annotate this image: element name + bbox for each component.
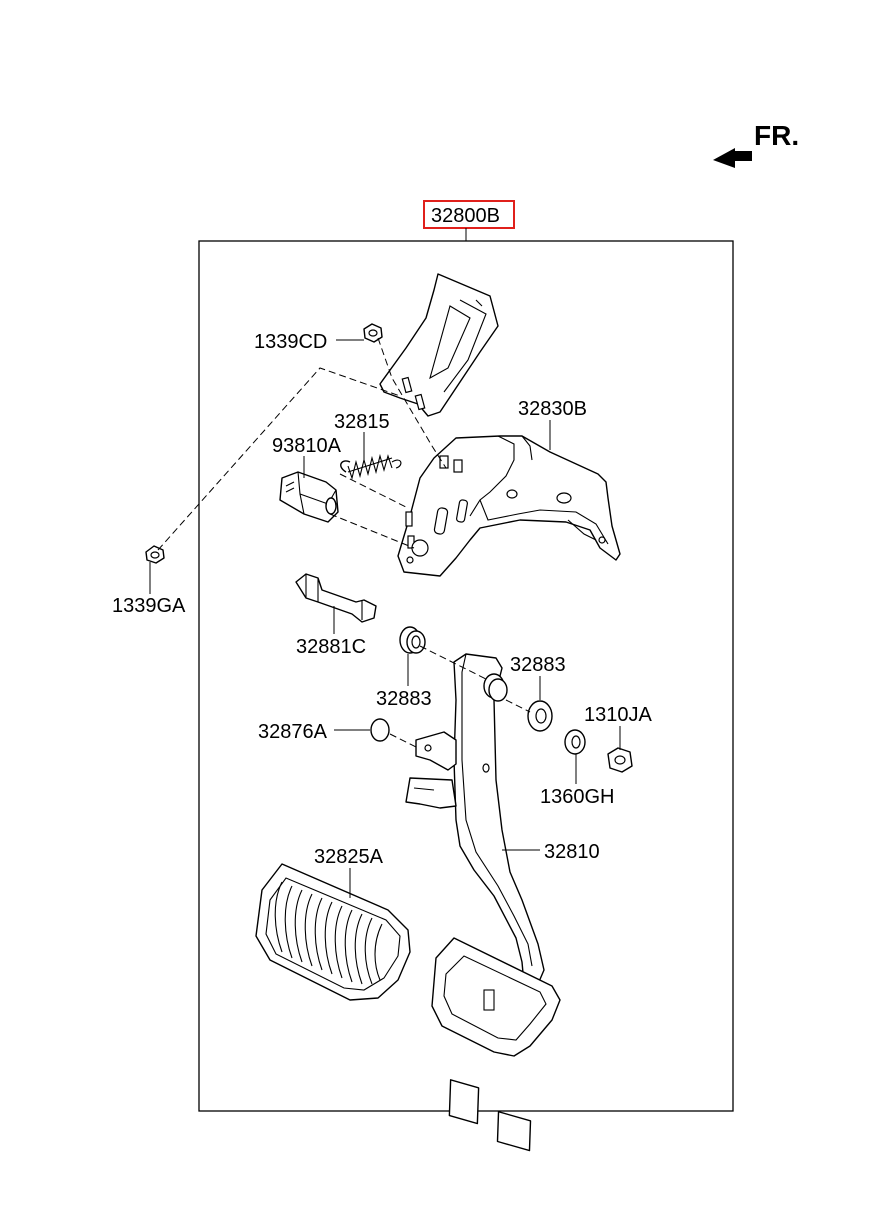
label-93810a[interactable]: 93810A — [272, 435, 342, 457]
nut-1310ja — [607, 747, 633, 773]
label-1339cd-group[interactable]: 1339CD — [254, 331, 364, 353]
label-32883-lower[interactable]: 32883 — [510, 654, 566, 676]
bracket-lower-body — [397, 435, 621, 577]
front-arrow-icon — [713, 148, 752, 168]
spring-32815 — [340, 453, 402, 480]
clip-1339ga — [145, 545, 165, 564]
label-32815[interactable]: 32815 — [334, 411, 390, 433]
label-32810-group[interactable]: 32810 — [502, 841, 600, 863]
label-32883-lower-group[interactable]: 32883 — [510, 654, 566, 700]
shaft-bolt-32881c — [295, 573, 377, 623]
pad-ribs — [274, 881, 383, 985]
label-1360gh[interactable]: 1360GH — [540, 786, 615, 808]
label-32881c[interactable]: 32881C — [296, 636, 366, 658]
label-32815-group[interactable]: 32815 — [334, 411, 390, 462]
washer-1360gh — [564, 729, 586, 755]
assembly-dash-lines — [157, 337, 531, 749]
label-32825a[interactable]: 32825A — [314, 846, 384, 868]
label-32876a-group[interactable]: 32876A — [258, 721, 370, 743]
assembly-number[interactable]: 32800B — [431, 205, 500, 227]
assembly-highlight-box — [423, 200, 515, 229]
nut-1339cd — [363, 323, 383, 343]
label-93810a-group[interactable]: 93810A — [272, 435, 342, 478]
label-32883-upper[interactable]: 32883 — [376, 688, 432, 710]
washer-32883-lower — [527, 700, 553, 732]
direction-label: FR. — [754, 120, 799, 151]
label-32883-upper-group[interactable]: 32883 — [376, 654, 432, 710]
pedal-pad-32825a — [255, 863, 411, 1001]
label-1310ja[interactable]: 1310JA — [584, 704, 652, 726]
stopper-32876a — [370, 718, 390, 742]
label-1339ga-group[interactable]: 1339GA — [112, 562, 186, 617]
label-1339cd[interactable]: 1339CD — [254, 331, 327, 353]
pedal-arm-32810 — [405, 653, 561, 1152]
label-32830b[interactable]: 32830B — [518, 398, 587, 420]
label-1310ja-group[interactable]: 1310JA — [584, 704, 652, 750]
label-32881c-group[interactable]: 32881C — [296, 606, 366, 658]
label-32876a[interactable]: 32876A — [258, 721, 328, 743]
bushing-32883-upper — [399, 626, 426, 654]
direction-indicator: FR. — [713, 120, 799, 168]
switch-93810a — [279, 471, 339, 523]
label-32830b-group[interactable]: 32830B — [518, 398, 587, 450]
assembly-callout[interactable]: 32800B — [423, 200, 515, 241]
label-32825a-group[interactable]: 32825A — [314, 846, 384, 898]
label-1339ga[interactable]: 1339GA — [112, 595, 186, 617]
label-32810[interactable]: 32810 — [544, 841, 600, 863]
bracket-upper-plate — [379, 273, 499, 417]
label-1360gh-group[interactable]: 1360GH — [540, 754, 615, 808]
